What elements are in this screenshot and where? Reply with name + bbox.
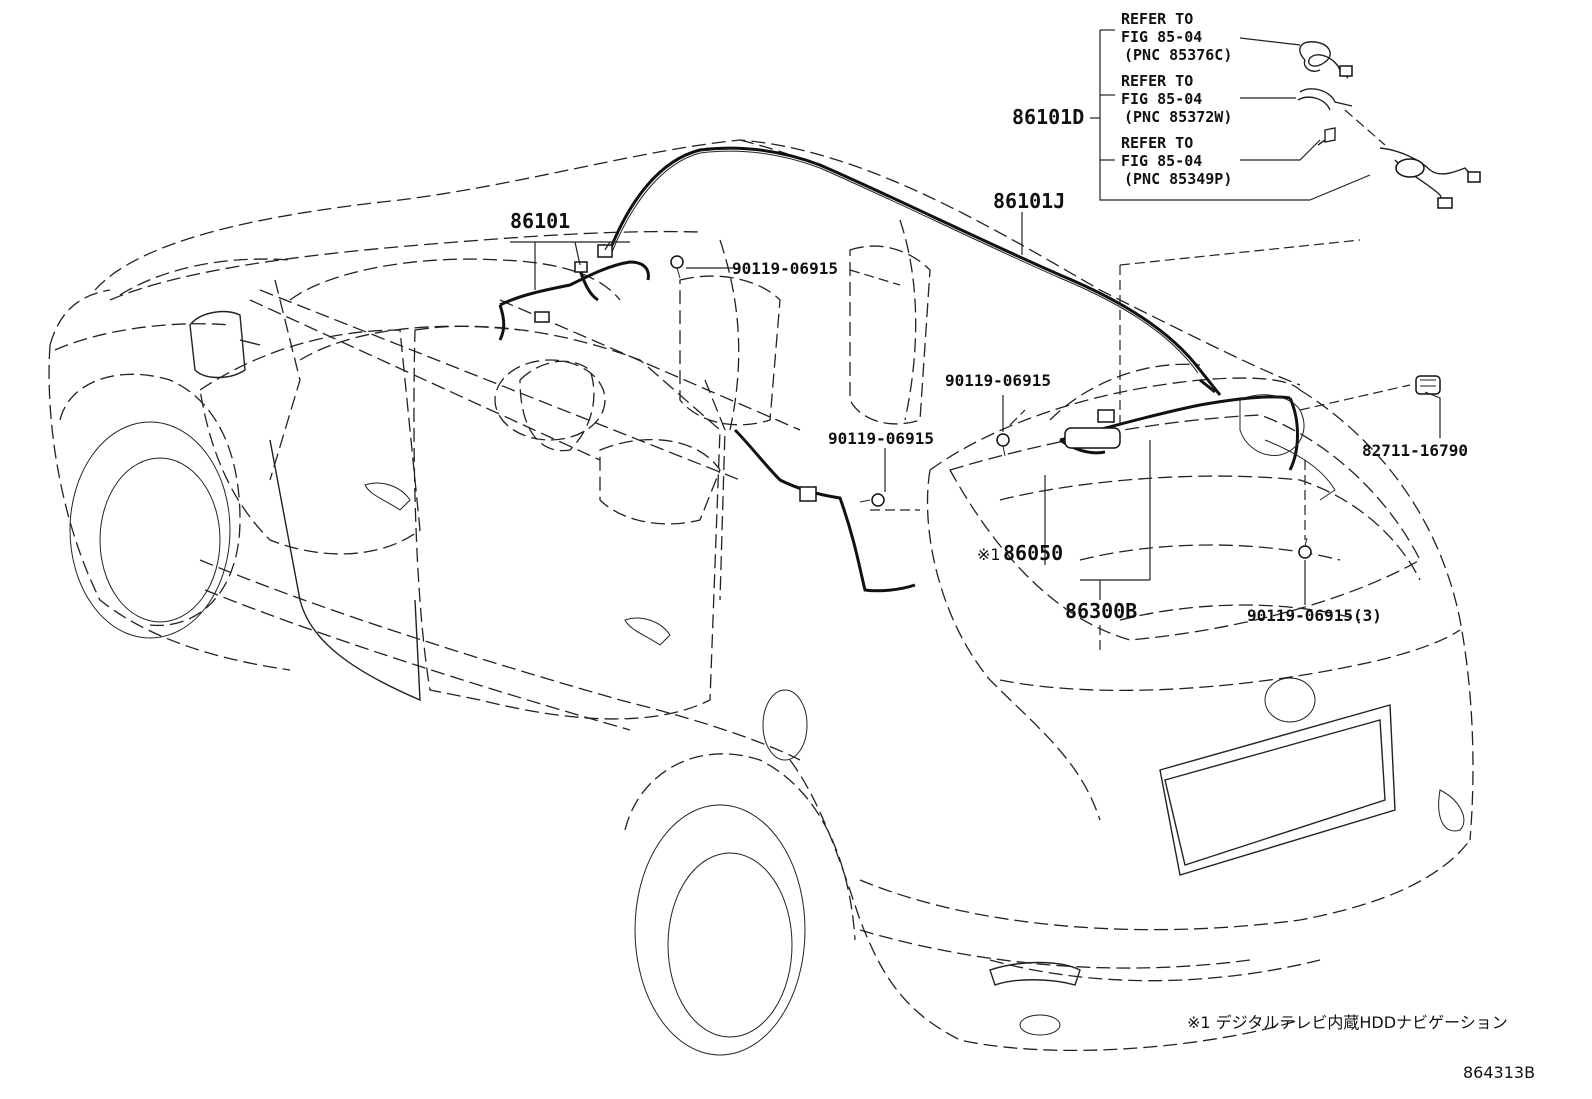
- roof-harness: [608, 146, 1222, 396]
- connector: [597, 244, 613, 258]
- part-86101J: 86101J: [993, 189, 1065, 213]
- refer-c-line1: REFER TO: [1121, 134, 1193, 152]
- pillar-harness: [733, 428, 916, 593]
- refer-a-line2: FIG 85-04: [1121, 28, 1202, 46]
- drawing-id: 864313B: [1463, 1063, 1535, 1082]
- bolt-icon-a: [670, 255, 684, 279]
- part-86300B: 86300B: [1065, 599, 1137, 623]
- connector: [799, 486, 817, 502]
- antenna-amplifier: [1064, 427, 1121, 449]
- part-90119-top: 90119-06915: [732, 259, 838, 278]
- fasteners: [670, 255, 1441, 559]
- leader-lines: [510, 29, 1441, 650]
- part-labels: REFER TO FIG 85-04 (PNC 85376C) REFER TO…: [510, 10, 1535, 1082]
- front-harness: [499, 260, 650, 307]
- part-86050: 86050: [1003, 541, 1063, 565]
- bolt-icon-b: [996, 433, 1010, 457]
- reference-parts: [1297, 41, 1481, 209]
- footnote: ※1 デジタルテレビ内蔵HDDナビゲーション: [1187, 1013, 1508, 1032]
- wire-harnesses: [498, 146, 1336, 593]
- refer-c-line2: FIG 85-04: [1121, 152, 1202, 170]
- car-body-outline: [48, 139, 1474, 1056]
- part-90119-mid: 90119-06915: [828, 429, 934, 448]
- refer-b-line3: (PNC 85372W): [1124, 108, 1232, 126]
- bolt-icon-d: [1298, 537, 1312, 559]
- grommet-icon: [1415, 375, 1441, 395]
- refer-b-line2: FIG 85-04: [1121, 90, 1202, 108]
- bolt-icon-c: [859, 493, 885, 507]
- refer-b-line1: REFER TO: [1121, 72, 1193, 90]
- refer-a-line1: REFER TO: [1121, 10, 1193, 28]
- connector: [1097, 409, 1115, 423]
- refer-c-line3: (PNC 85349P): [1124, 170, 1232, 188]
- part-82711: 82711-16790: [1362, 441, 1468, 460]
- connector: [574, 261, 588, 273]
- part-86101: 86101: [510, 209, 570, 233]
- part-90119-right: 90119-06915: [945, 371, 1051, 390]
- part-86101D: 86101D: [1012, 105, 1084, 129]
- part-86050-mark: ※1: [977, 545, 1001, 564]
- connector: [534, 311, 550, 323]
- part-90119-x3: 90119-06915(3): [1247, 606, 1382, 625]
- refer-a-line3: (PNC 85376C): [1124, 46, 1232, 64]
